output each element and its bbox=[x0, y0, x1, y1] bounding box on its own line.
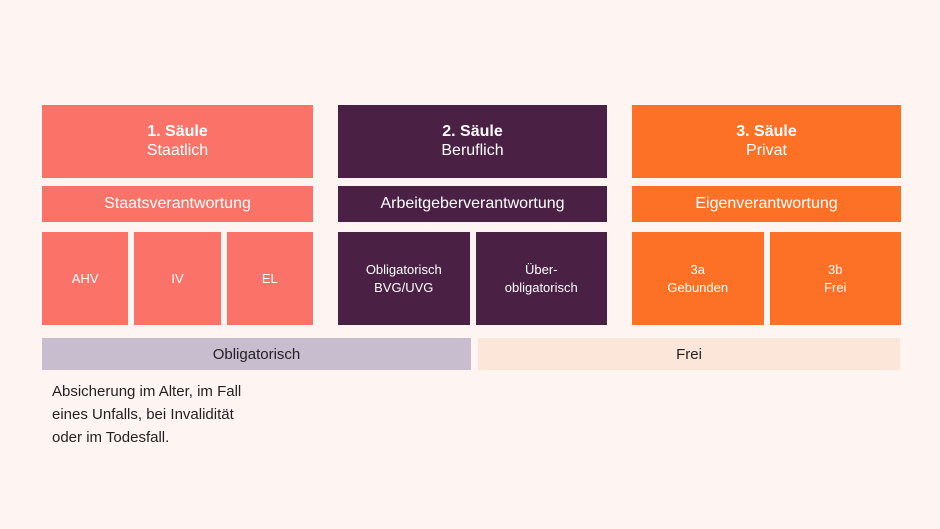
pillar-1-item-iv: IV bbox=[134, 232, 221, 325]
pillars-row: 1. Säule Staatlich Staatsverantwortung A… bbox=[42, 105, 901, 325]
scope-obligatorisch: Obligatorisch bbox=[42, 338, 471, 370]
diagram-caption: Absicherung im Alter, im Fall eines Unfa… bbox=[52, 383, 242, 446]
pillar-3-item-3b: 3b Frei bbox=[769, 232, 901, 325]
pillar-1-header: 1. Säule Staatlich bbox=[42, 105, 313, 178]
pillar-3-header: 3. Säule Privat bbox=[632, 105, 901, 178]
pillar-2-header: 2. Säule Beruflich bbox=[338, 105, 607, 178]
pillar-1-title: 1. Säule bbox=[147, 122, 208, 140]
pillar-3-item-3b-line1: 3b bbox=[828, 262, 843, 278]
pillar-3-item-3a: 3a Gebunden bbox=[632, 232, 764, 325]
pillar-3-item-3a-line2: Gebunden bbox=[667, 279, 729, 295]
pillar-1: 1. Säule Staatlich Staatsverantwortung A… bbox=[42, 105, 313, 325]
pillar-2-subtitle: Beruflich bbox=[441, 141, 504, 159]
pillar-2-item-ueberobligatorisch-label: Über- obligatorisch bbox=[505, 261, 578, 295]
pillar-2-item-obligatorisch: Obligatorisch BVG/UVG bbox=[338, 232, 470, 325]
pillar-3-item-3b-line2: Frei bbox=[824, 279, 847, 295]
pillar-3: 3. Säule Privat Eigenverantwortung 3a Ge… bbox=[632, 105, 901, 325]
pillar-3-item-3b-label: 3b Frei bbox=[824, 261, 846, 295]
scope-obligatorisch-label: Obligatorisch bbox=[212, 345, 301, 363]
pillar-1-responsibility: Staatsverantwortung bbox=[42, 186, 313, 222]
pillar-3-item-3a-line1: 3a bbox=[690, 262, 705, 278]
pillar-2-item-obligatorisch-line2: BVG/UVG bbox=[374, 279, 434, 295]
pillar-3-title: 3. Säule bbox=[736, 122, 797, 140]
pillar-1-item-ahv: AHV bbox=[42, 232, 129, 325]
scope-bars: Obligatorisch Frei bbox=[42, 338, 900, 370]
pillar-2-item-ueberobligatorisch-line2: obligatorisch bbox=[504, 279, 578, 295]
pillar-1-items: AHV IV EL bbox=[42, 232, 313, 325]
pillar-1-item-ahv-label: AHV bbox=[71, 270, 99, 286]
pillar-2-item-ueberobligatorisch: Über- obligatorisch bbox=[475, 232, 607, 325]
pillar-2: 2. Säule Beruflich Arbeitgeberverantwort… bbox=[338, 105, 607, 325]
pillar-1-item-iv-label: IV bbox=[171, 270, 184, 286]
pillar-1-item-el-label: EL bbox=[261, 270, 278, 286]
pillar-2-item-ueberobligatorisch-line1: Über- bbox=[524, 262, 558, 278]
pillar-2-responsibility: Arbeitgeberverantwortung bbox=[338, 186, 607, 222]
pillar-3-subtitle: Privat bbox=[746, 141, 787, 159]
pillar-2-item-obligatorisch-label: Obligatorisch BVG/UVG bbox=[366, 261, 442, 295]
pillar-1-subtitle: Staatlich bbox=[146, 141, 209, 159]
pillar-2-item-obligatorisch-line1: Obligatorisch bbox=[365, 262, 442, 278]
pillar-3-responsibility: Eigenverantwortung bbox=[632, 186, 901, 222]
pillar-3-items: 3a Gebunden 3b Frei bbox=[632, 232, 901, 325]
pillar-2-items: Obligatorisch BVG/UVG Über- obligatorisc… bbox=[338, 232, 607, 325]
pillar-3-item-3a-label: 3a Gebunden bbox=[667, 261, 728, 295]
scope-frei: Frei bbox=[478, 338, 900, 370]
scope-frei-label: Frei bbox=[676, 345, 702, 363]
pillar-2-title: 2. Säule bbox=[442, 122, 503, 140]
three-pillar-diagram: 1. Säule Staatlich Staatsverantwortung A… bbox=[42, 105, 901, 370]
pillar-1-item-el: EL bbox=[226, 232, 313, 325]
